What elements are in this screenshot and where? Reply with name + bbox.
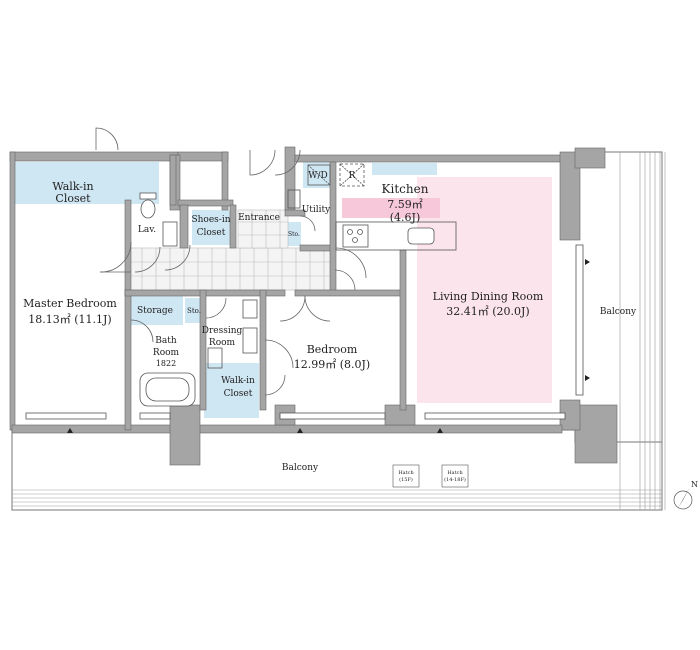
north-arrow-label: N [691,480,698,489]
lavatory-label: Lav. [138,225,156,235]
fixtures [139,163,457,407]
walk-in-closet-2-fill [204,363,259,418]
hatch-2-floor: (14-18F) [444,476,466,483]
storage-label: Storage [137,306,173,316]
washer-dryer-label: W/D [308,171,328,181]
master-bedroom-area: 18.13㎡ (11.1J) [28,313,111,326]
kitchen-area: 7.59㎡ [387,198,423,211]
shoes-in-closet-fill [192,210,230,245]
sto-2-fill [288,222,301,246]
hatch-2-label: Hatch [447,470,463,476]
hatch-1-floor: (15F) [399,476,413,483]
walls [9,146,618,466]
utility-label: Utility [302,205,331,215]
living-dining-area: 32.41㎡ (20.0J) [446,305,529,318]
kitchen-counter-top [372,163,437,175]
bedroom-area: 12.99㎡ (8.0J) [294,358,370,371]
balcony-side-label: Balcony [600,307,637,317]
master-bedroom-name: Master Bedroom [23,297,117,310]
dressing-room-line1: Dressing [202,326,243,336]
shoes-in-closet-line1: Shoes-in [191,215,230,225]
balcony-bottom-label: Balcony [282,463,319,473]
storage-fill [128,295,183,325]
bath-room-size: 1822 [156,359,176,368]
kitchen-highlight [342,198,440,218]
entrance-label: Entrance [238,213,280,223]
walk-in-closet-1-line2: Closet [55,192,91,205]
hatch-2: Hatch (14-18F) [441,464,469,488]
hatch-1-label: Hatch [398,470,414,476]
room-labels: Walk-in Closet Master Bedroom 18.13㎡ (11… [23,171,637,473]
bath-room-line1: Bath [155,336,177,346]
hatch-1: Hatch (15F) [392,464,420,488]
dressing-room-line2: Room [209,338,236,348]
living-dining-name: Living Dining Room [433,290,544,303]
sto-1-label: Sto. [187,307,201,315]
window-markers [67,259,590,433]
walk-in-closet-2-line2: Closet [224,389,253,399]
bath-room-line2: Room [153,348,180,358]
sto-1-fill [185,298,203,323]
shoes-in-closet-line2: Closet [197,228,226,238]
walk-in-closet-1-line1: Walk-in [52,180,93,193]
sto-2-label: Sto. [288,231,300,238]
balcony-bottom-area [11,429,663,511]
door-swings [95,127,367,396]
north-arrow-icon: N [673,480,698,510]
walk-in-closet-2-line1: Walk-in [221,376,255,386]
kitchen-tatami: (4.6J) [390,211,421,224]
bedroom-name: Bedroom [307,343,358,356]
walk-in-closet-1-fill [14,162,159,204]
refrigerator-label: R [349,171,356,181]
windows [25,244,584,420]
kitchen-name: Kitchen [382,182,429,196]
